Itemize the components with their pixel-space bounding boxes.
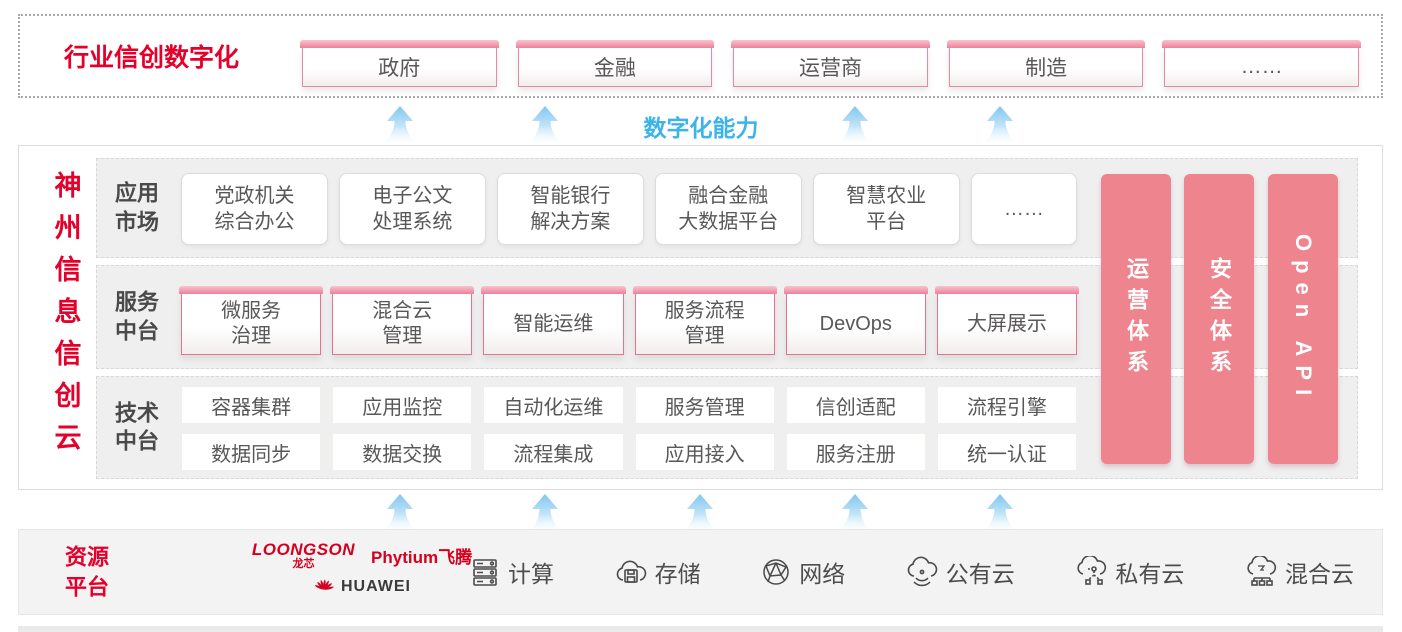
industry-box-operator: 运营商 <box>731 40 930 87</box>
svc-box-service-process: 服务流程 管理 <box>632 286 777 355</box>
app-box-gov-office: 党政机关 综合办公 <box>181 173 328 245</box>
vendor-logos: LOONGSON 龙芯 Phytium飞腾 <box>237 541 487 596</box>
up-arrow-icon <box>530 106 560 142</box>
tech-box-process-integration: 流程集成 <box>483 433 624 471</box>
industry-band: 行业信创数字化 政府 金融 运营商 制造 …… <box>18 14 1383 98</box>
service-platform-label: 服务中台 <box>114 289 159 343</box>
service-platform-boxes: 微服务 治理 混合云 管理 智能运维 服务流程 管理 DevOps 大屏展示 <box>178 286 1080 355</box>
resource-item-hybrid-cloud: 混合云 <box>1244 555 1354 589</box>
private-cloud-icon <box>1077 556 1107 585</box>
capability-label: 数字化能力 <box>643 115 759 141</box>
tech-platform-row: 技术中台 容器集群 应用监控 自动化运维 服务管理 信创适配 流程引擎 数据同步… <box>96 376 1358 479</box>
network-globe-icon <box>763 559 789 585</box>
tech-line-1: 容器集群 应用监控 自动化运维 服务管理 信创适配 流程引擎 <box>181 386 1078 424</box>
resource-item-private-cloud: 私有云 <box>1074 555 1184 589</box>
svc-box-smart-ops: 智能运维 <box>481 286 626 355</box>
up-arrow-icon <box>385 494 415 530</box>
pillar-operation-system: 运营体系 <box>1101 174 1171 464</box>
huawei-logo: HUAWEI <box>237 578 487 596</box>
resource-band: 资源 平台 LOONGSON 龙芯 Phytium飞腾 <box>18 529 1383 615</box>
resource-items: 计算 存储 网络 <box>469 530 1354 614</box>
industry-box-list: 政府 金融 运营商 制造 …… <box>300 40 1361 87</box>
resource-item-network: 网络 <box>760 555 845 589</box>
up-arrow-icon <box>385 106 415 142</box>
up-arrow-icon <box>530 494 560 530</box>
tech-platform-boxes: 容器集群 应用监控 自动化运维 服务管理 信创适配 流程引擎 数据同步 数据交换… <box>181 386 1078 480</box>
app-box-smart-bank: 智能银行 解决方案 <box>496 173 644 245</box>
app-market-boxes: 党政机关 综合办公 电子公文 处理系统 智能银行 解决方案 融合金融 大数据平台… <box>181 173 1078 245</box>
tech-box-auto-ops: 自动化运维 <box>483 386 624 424</box>
tech-box-app-monitor: 应用监控 <box>332 386 473 424</box>
industry-box-government: 政府 <box>300 40 499 87</box>
up-arrow-icon <box>685 494 715 530</box>
cloud-platform-panel: 神州信息信创云 应用市场 党政机关 综合办公 电子公文 处理系统 智能银行 解决… <box>18 145 1383 490</box>
server-icon <box>473 559 497 586</box>
app-market-label: 应用市场 <box>114 180 159 234</box>
phytium-logo: Phytium飞腾 <box>371 548 473 567</box>
resource-item-compute: 计算 <box>469 555 554 589</box>
svc-box-hybrid-cloud-mgmt: 混合云 管理 <box>330 286 475 355</box>
hybrid-cloud-icon <box>1247 556 1277 586</box>
tech-platform-label: 技术中台 <box>114 399 159 454</box>
pillar-security-system: 安全体系 <box>1184 174 1254 464</box>
svc-box-big-screen: 大屏展示 <box>934 286 1080 355</box>
next-section-edge <box>18 626 1383 632</box>
tech-box-container-cluster: 容器集群 <box>181 386 322 424</box>
cloud-platform-title: 神州信息信创云 <box>50 170 81 465</box>
tech-line-2: 数据同步 数据交换 流程集成 应用接入 服务注册 统一认证 <box>181 433 1078 471</box>
up-arrow-icon <box>985 106 1015 142</box>
huawei-petal-icon <box>314 579 334 590</box>
industry-box-finance: 金融 <box>515 40 714 87</box>
svc-box-microservice: 微服务 治理 <box>178 286 324 355</box>
tech-box-service-registry: 服务注册 <box>785 433 926 471</box>
storage-cloud-icon <box>616 560 646 583</box>
industry-box-more: …… <box>1162 40 1361 87</box>
public-cloud-icon <box>907 556 937 587</box>
resource-item-storage: 存储 <box>614 555 701 589</box>
tech-box-unified-auth: 统一认证 <box>936 433 1078 471</box>
tech-box-service-mgmt: 服务管理 <box>634 386 775 424</box>
resource-item-public-cloud: 公有云 <box>905 555 1015 589</box>
up-arrow-icon <box>985 494 1015 530</box>
app-box-finance-bigdata: 融合金融 大数据平台 <box>654 173 802 245</box>
app-box-more: …… <box>970 173 1078 245</box>
resource-band-title: 资源 平台 <box>65 544 110 599</box>
pillar-open-api: Open API <box>1268 174 1338 464</box>
tech-box-data-exchange: 数据交换 <box>332 433 473 471</box>
up-arrow-icon <box>840 106 870 142</box>
tech-box-app-access: 应用接入 <box>634 433 775 471</box>
tech-box-data-sync: 数据同步 <box>181 433 322 471</box>
app-box-smart-agriculture: 智慧农业 平台 <box>812 173 960 245</box>
industry-box-manufacturing: 制造 <box>946 40 1145 87</box>
tech-box-xinchuang-adapt: 信创适配 <box>785 386 926 424</box>
loongson-logo: LOONGSON 龙芯 <box>251 540 356 570</box>
svc-box-devops: DevOps <box>783 286 929 355</box>
up-arrow-icon <box>840 494 870 530</box>
app-box-edoc-system: 电子公文 处理系统 <box>338 173 486 245</box>
tech-box-process-engine: 流程引擎 <box>936 386 1078 424</box>
industry-band-title: 行业信创数字化 <box>64 44 240 72</box>
